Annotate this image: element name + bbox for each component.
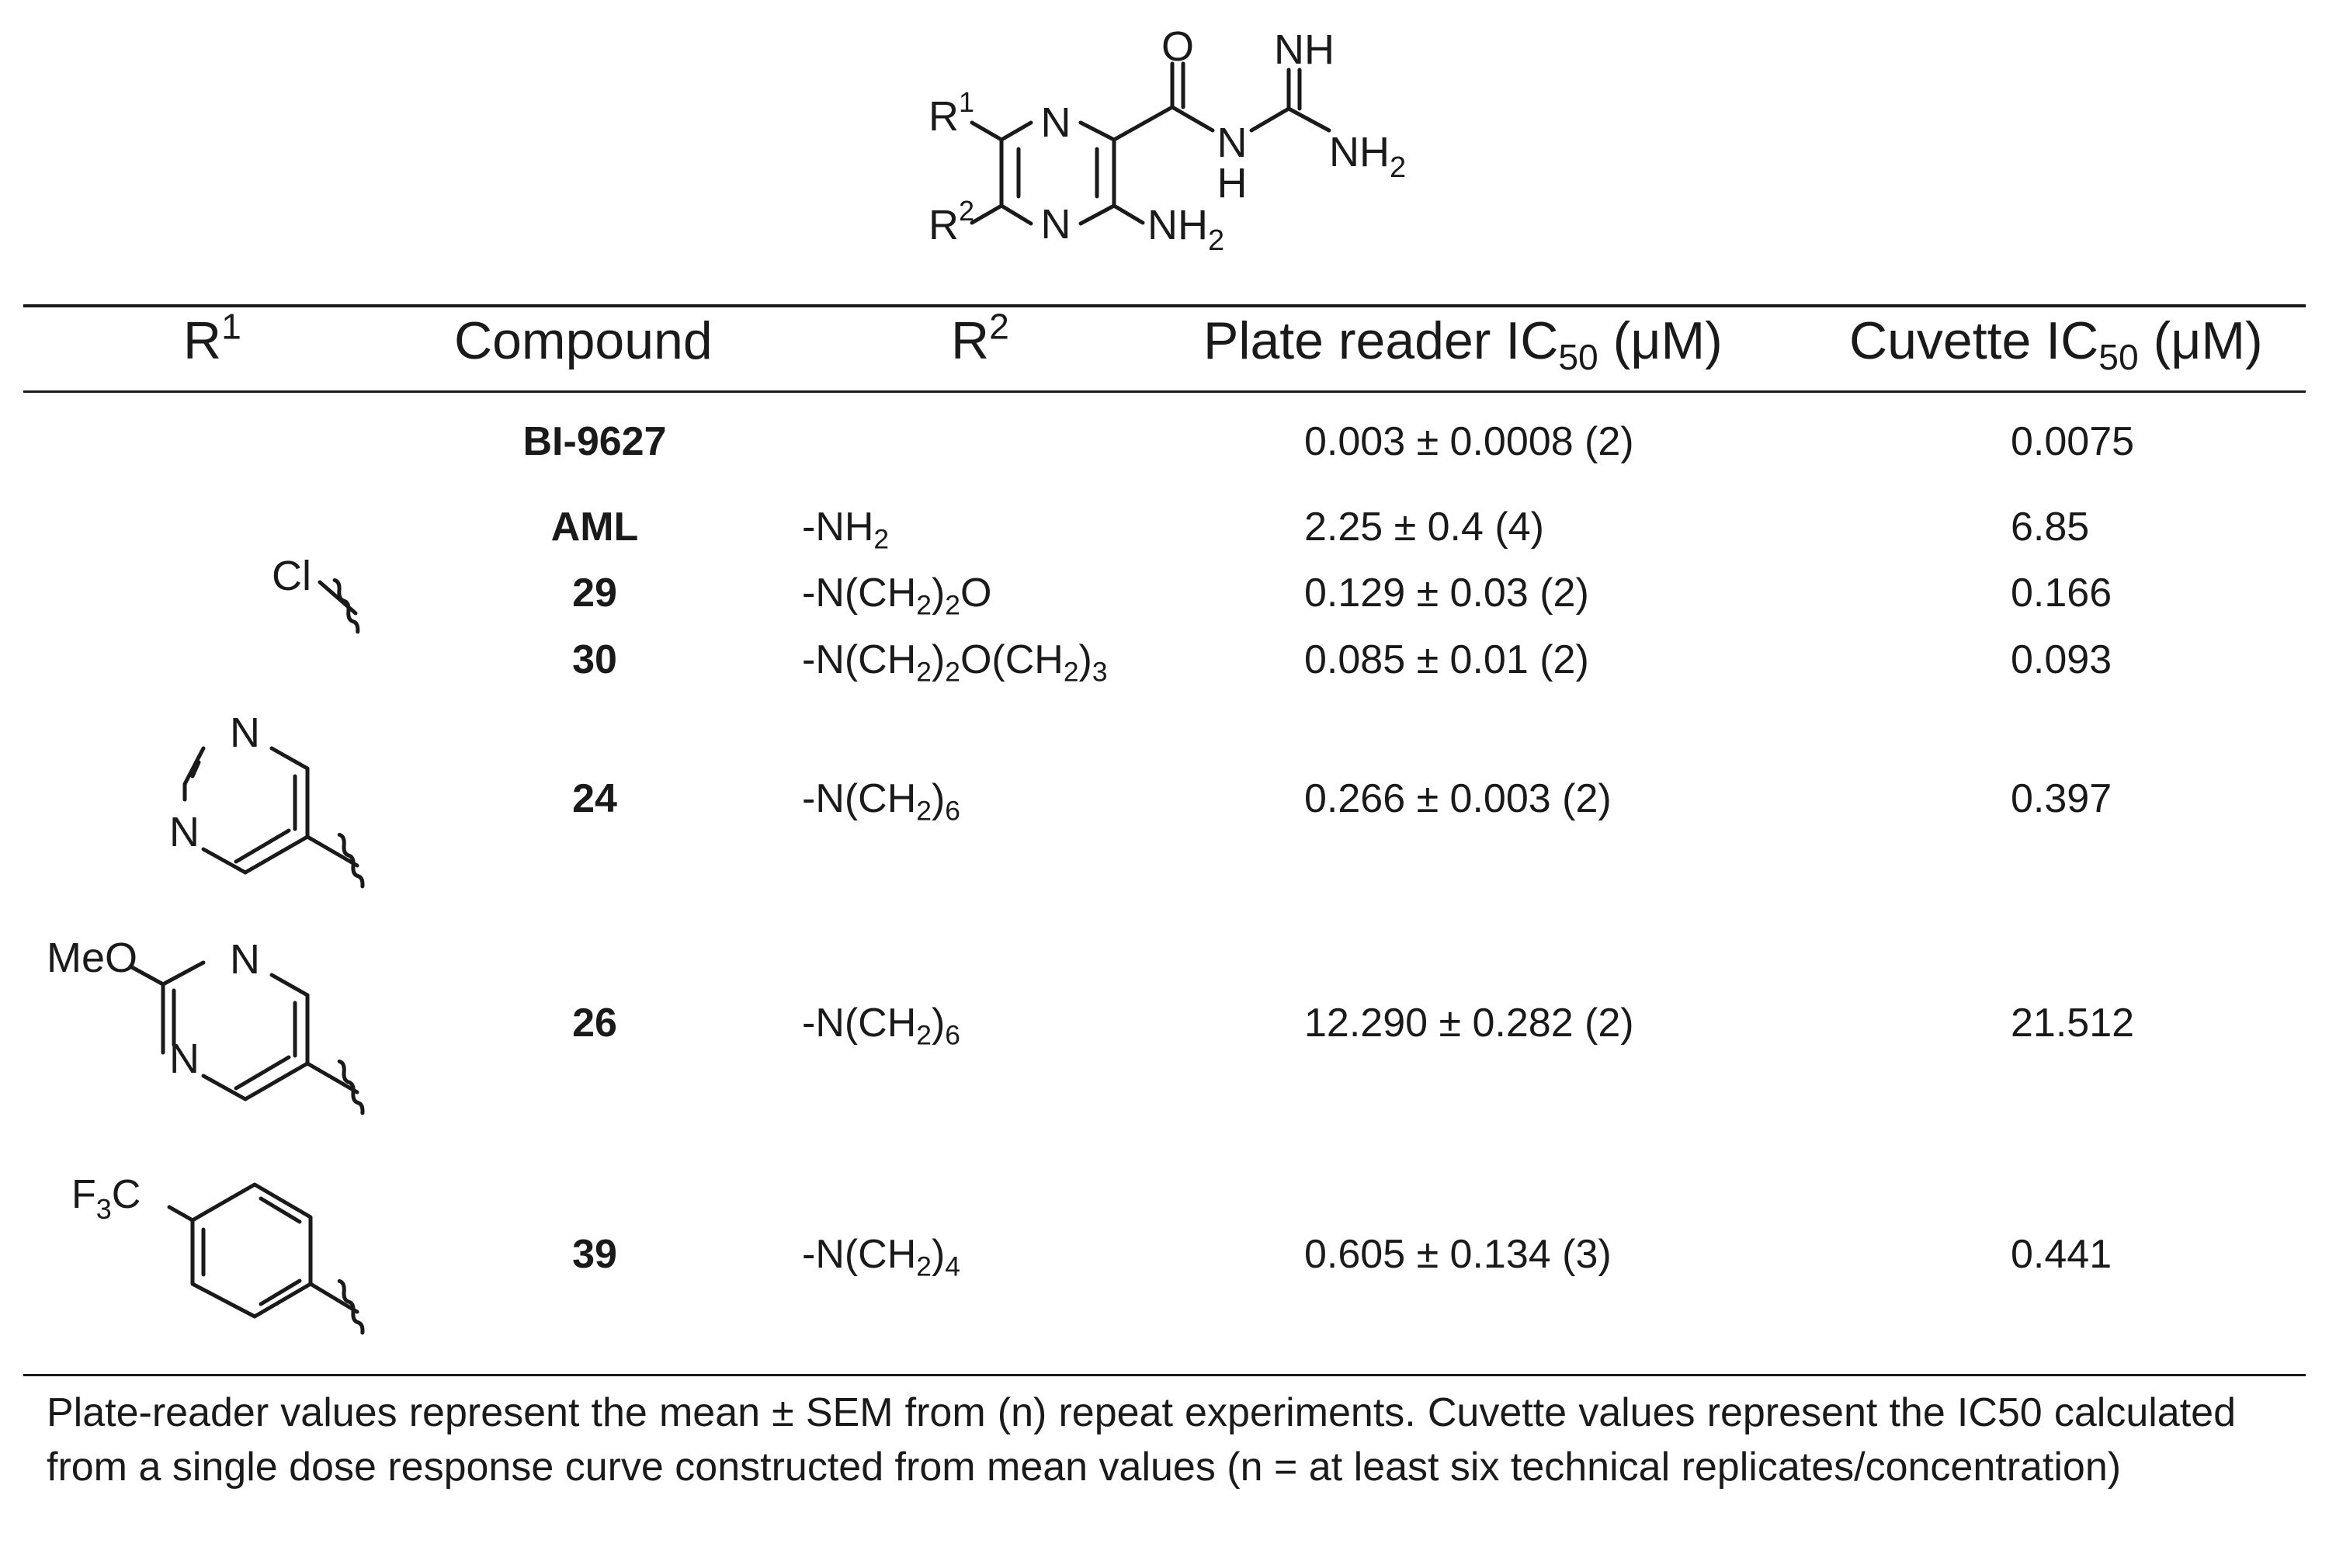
core-structure: N N R1 R2 NH2 O N H NH NH2 [928, 23, 1406, 257]
table-row-compound: 26 [572, 1001, 617, 1046]
table-row-r2: -NH2 [802, 505, 890, 555]
table-row-cuvette-value: 21.512 [2011, 1001, 2135, 1046]
table-row-plate-value: 12.290 ± 0.282 (2) [1304, 1001, 1634, 1046]
core-r1-label: R1 [928, 86, 974, 140]
header-compound: Compound [454, 311, 713, 370]
header-r2: R2 [951, 306, 1009, 370]
r1-methoxypyrimidine-n-bottom: N [169, 1036, 200, 1082]
r1-pyrimidine-n-bottom: N [169, 809, 200, 855]
table-row-plate-value: 0.003 ± 0.0008 (2) [1304, 419, 1634, 464]
r1-methoxy-label: MeO [47, 935, 137, 981]
table-row-cuvette-value: 0.397 [2011, 776, 2112, 821]
header-cuvette-ic50: Cuvette IC50 (μM) [1849, 311, 2263, 377]
table-row-cuvette-value: 6.85 [2011, 505, 2090, 550]
core-amide-h: H [1217, 160, 1248, 206]
table-row-plate-value: 0.266 ± 0.003 (2) [1304, 776, 1612, 821]
table-row-compound: BI-9627 [522, 419, 667, 464]
r1-pyrimidine-n-top: N [230, 709, 260, 756]
table-row-plate-value: 0.085 ± 0.01 (2) [1304, 637, 1589, 682]
r1-methoxypyrimidine-n-top: N [230, 936, 260, 983]
header-r1: R1 [183, 306, 241, 370]
core-imine-nh: NH [1274, 26, 1335, 73]
table-row-compound: 39 [572, 1232, 617, 1277]
table-row-r2: -N(CH2)2O(CH2)3 [802, 637, 1108, 688]
table-bottom-rule [23, 1374, 2306, 1376]
table-row-cuvette-value: 0.166 [2011, 571, 2112, 616]
core-n-bottom: N [1041, 201, 1071, 248]
table-row-compound: 30 [572, 637, 617, 682]
core-n-top: N [1041, 99, 1071, 146]
table-row-compound: 24 [572, 776, 617, 821]
table-row-compound: AML [550, 505, 639, 550]
core-nh2-amino: NH2 [1147, 202, 1224, 257]
table-row-cuvette-value: 0.0075 [2011, 419, 2135, 464]
table-row-plate-value: 0.129 ± 0.03 (2) [1304, 571, 1589, 616]
table-row-cuvette-value: 0.093 [2011, 637, 2112, 682]
r1-chloro-label: Cl [272, 553, 311, 599]
table-row-compound: 29 [572, 571, 617, 616]
table-row-r2: -N(CH2)2O [802, 571, 992, 621]
table-row-plate-value: 0.605 ± 0.134 (3) [1304, 1232, 1612, 1277]
core-o: O [1161, 23, 1194, 70]
table-row-plate-value: 2.25 ± 0.4 (4) [1304, 505, 1544, 550]
table-top-rule [23, 304, 2306, 307]
table-row-cuvette-value: 0.441 [2011, 1232, 2112, 1277]
r1-structures: Cl N N MeO N N F3C [47, 553, 365, 1335]
table-header-rule [23, 390, 2306, 393]
table-row-r2: -N(CH2)4 [802, 1232, 960, 1282]
core-amide-n: N [1217, 120, 1248, 166]
header-plate-reader-ic50: Plate reader IC50 (μM) [1203, 311, 1723, 377]
table-footnote: Plate-reader values represent the mean ±… [47, 1390, 2236, 1490]
table-row-r2: -N(CH2)6 [802, 1001, 960, 1051]
core-nh2-guanidine: NH2 [1329, 129, 1406, 184]
core-r2-label: R2 [928, 195, 974, 248]
table-row-r2: -N(CH2)6 [802, 776, 960, 827]
r1-trifluoromethyl-label: F3C [71, 1172, 141, 1225]
